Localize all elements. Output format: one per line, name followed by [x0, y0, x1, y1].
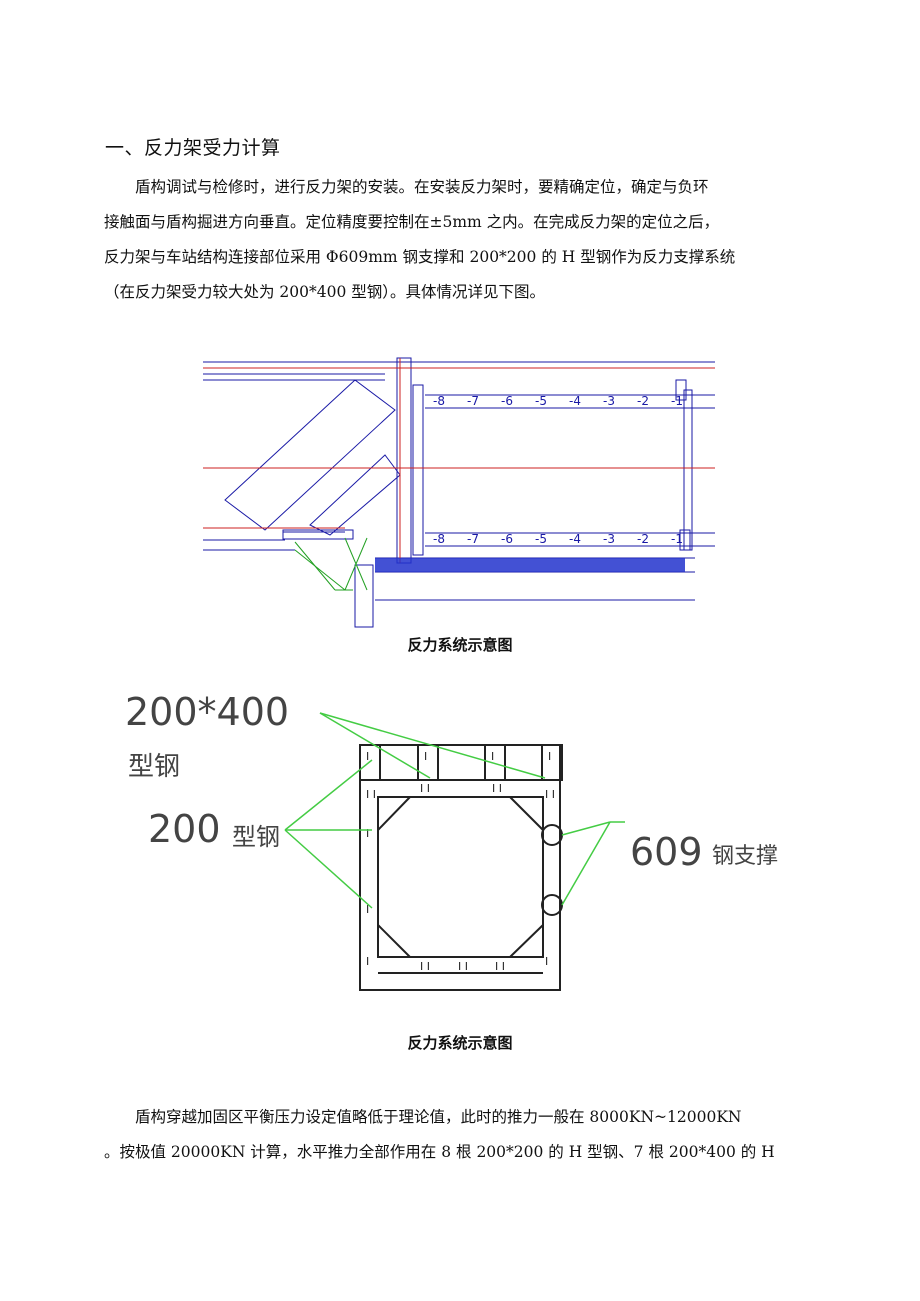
- text-line: 反力架与车站结构连接部位采用 Φ609mm 钢支撑和 200*200 的 H 型…: [104, 248, 736, 266]
- ring-segment-label: -7: [467, 532, 479, 546]
- ring-segment-label: -5: [535, 532, 547, 546]
- ring-segment-label: -8: [433, 394, 445, 408]
- svg-text:I I: I I: [458, 960, 468, 973]
- reaction-system-plan-drawing: -8 -7 -6 -5 -4 -3 -2 -1 -8 -7 -6 -5 -4 -3 -2 -1: [203, 357, 715, 628]
- label-h200-suffix: 型钢: [232, 823, 280, 851]
- svg-text:I I: I I: [492, 782, 502, 795]
- ring-segment-label: -8: [433, 532, 445, 546]
- svg-text:I: I: [548, 750, 551, 763]
- label-pipe-suffix: 钢支撑: [712, 844, 778, 869]
- svg-text:I: I: [545, 955, 548, 968]
- label-pipe: 609: [630, 830, 703, 874]
- text-line: （在反力架受力较大处为 200*400 型钢）。具体情况详见下图。: [104, 283, 546, 301]
- ring-segment-label: -5: [535, 394, 547, 408]
- ring-segment-label: -3: [603, 532, 615, 546]
- concrete-fill: [375, 558, 685, 572]
- page-heading: 一、反力架受力计算: [105, 137, 281, 159]
- calculation-paragraph: 盾构穿越加固区平衡压力设定值略低于理论值，此时的推力一般在 8000KN~120…: [104, 1100, 820, 1170]
- text-line: 接触面与盾构掘进方向垂直。定位精度要控制在±5mm 之内。在完成反力架的定位之后…: [104, 213, 720, 231]
- ring-segment-label: -4: [569, 532, 581, 546]
- svg-text:I I: I I: [366, 788, 376, 801]
- upper-ring-labels: -8 -7 -6 -5 -4 -3 -2 -1: [433, 394, 683, 408]
- svg-text:I I: I I: [420, 782, 430, 795]
- ring-segment-label: -2: [637, 532, 649, 546]
- svg-text:I I: I I: [495, 960, 505, 973]
- svg-text:I: I: [424, 750, 427, 763]
- svg-text:I: I: [366, 955, 369, 968]
- figure1-caption: 反力系统示意图: [407, 636, 513, 654]
- figure2-caption: 反力系统示意图: [407, 1034, 513, 1052]
- svg-text:I: I: [366, 750, 369, 763]
- ring-segment-label: -4: [569, 394, 581, 408]
- h-beam-marks: I I I I I I I I I I I I I I I I I I I I …: [366, 750, 555, 973]
- ring-segment-label: -6: [501, 394, 513, 408]
- svg-text:I: I: [491, 750, 494, 763]
- lower-ring-labels: -8 -7 -6 -5 -4 -3 -2 -1: [433, 532, 683, 546]
- text-line: 。按极值 20000KN 计算，水平推力全部作用在 8 根 200*200 的 …: [104, 1143, 775, 1161]
- ring-segment-label: -1: [671, 394, 683, 408]
- ring-segment-label: -7: [467, 394, 479, 408]
- svg-text:I: I: [366, 827, 369, 840]
- leader-lines: [284, 712, 625, 909]
- label-h400: 200*400: [125, 690, 289, 734]
- green-braces: [294, 537, 368, 591]
- svg-text:I I: I I: [420, 960, 430, 973]
- label-h200: 200: [148, 807, 221, 851]
- svg-text:I I: I I: [545, 788, 555, 801]
- ring-segment-label: -1: [671, 532, 683, 546]
- text-line: 盾构穿越加固区平衡压力设定值略低于理论值，此时的推力一般在 8000KN~120…: [135, 1108, 742, 1126]
- svg-text:I: I: [366, 903, 369, 916]
- axis-lines: [203, 358, 715, 563]
- intro-paragraph: 盾构调试与检修时，进行反力架的安装。在安装反力架时，要精确定位，确定与负环 接触…: [104, 170, 820, 310]
- label-h400-suffix: 型钢: [128, 752, 180, 782]
- ring-segment-label: -3: [603, 394, 615, 408]
- frame-outline: [359, 744, 563, 991]
- text-line: 盾构调试与检修时，进行反力架的安装。在安装反力架时，要精确定位，确定与负环: [135, 178, 709, 196]
- reaction-frame-section-drawing: I I I I I I I I I I I I I I I I I I I I …: [125, 690, 778, 991]
- ring-segment-label: -2: [637, 394, 649, 408]
- ring-segment-label: -6: [501, 532, 513, 546]
